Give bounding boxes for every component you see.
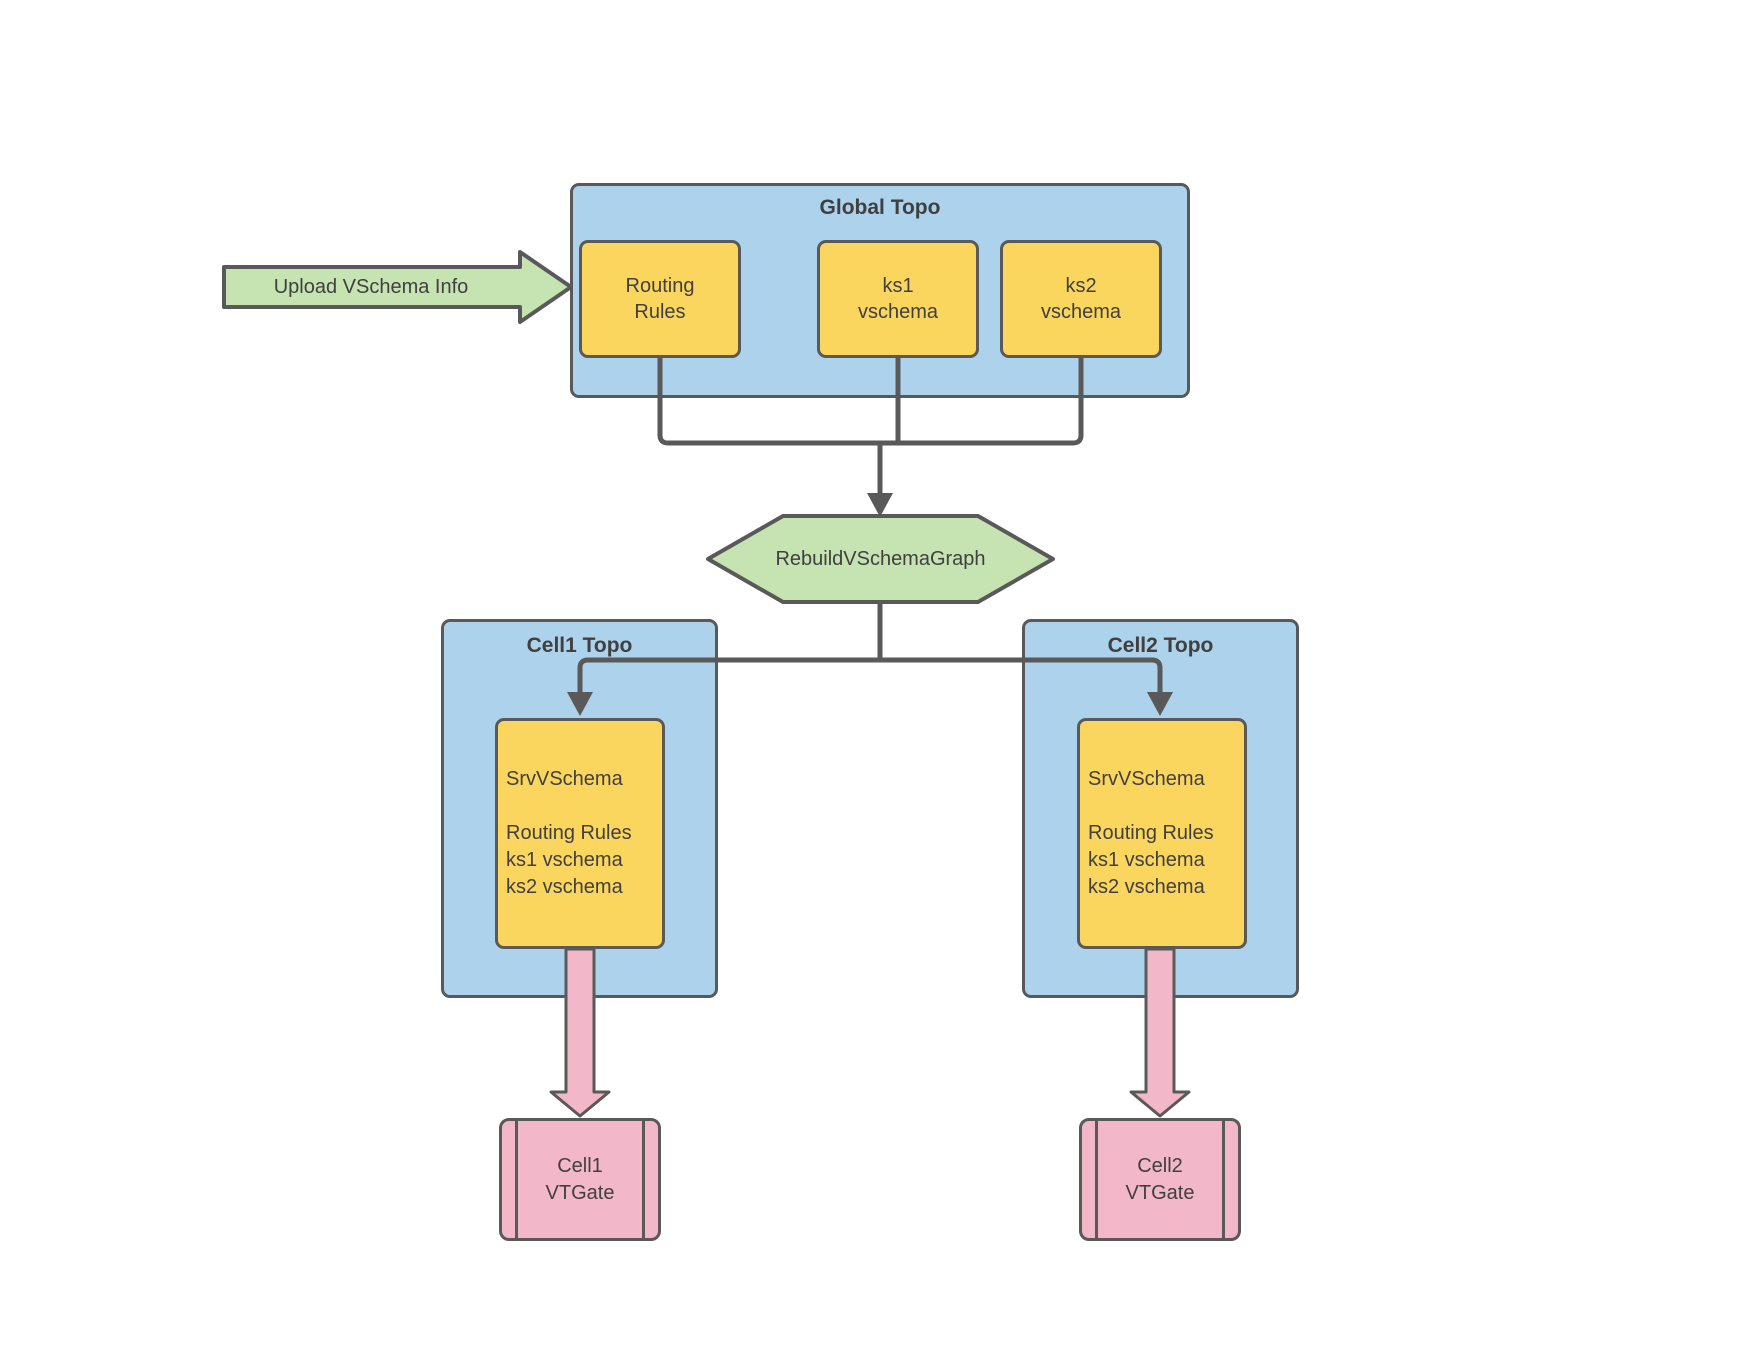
vtgate-stripe-right <box>642 1121 645 1238</box>
routing-rules-line1: Routing <box>625 275 695 297</box>
srv-item: ks2 vschema <box>506 876 623 898</box>
cell1-vtgate-line1: Cell1 <box>557 1154 603 1177</box>
upload-arrow-label: Upload VSchema Info <box>273 275 469 298</box>
vtgate-stripe-left <box>515 1121 518 1238</box>
cell2-vtgate-node: Cell2 VTGate <box>1079 1118 1241 1241</box>
ks1-vschema-node: ks1 vschema <box>817 240 979 358</box>
srv-item: Routing Rules <box>1088 822 1214 844</box>
srv-spacer <box>1088 793 1240 820</box>
cell2-vtgate-line2: VTGate <box>1125 1181 1195 1204</box>
ks1-vschema-line1: ks1 <box>882 275 914 297</box>
ks1-vschema-line2: vschema <box>857 301 939 323</box>
vtgate-stripe-right <box>1222 1121 1225 1238</box>
global-topo-title: Global Topo <box>819 196 941 219</box>
srv-item: Routing Rules <box>506 822 632 844</box>
cell1-vtgate-node: Cell1 VTGate <box>499 1118 661 1241</box>
srv-spacer <box>506 793 658 820</box>
srv-item: ks2 vschema <box>1088 876 1205 898</box>
srv-item: ks1 vschema <box>1088 849 1205 871</box>
ks2-vschema-line2: vschema <box>1040 301 1122 323</box>
cell2-srv-vschema-node: SrvVSchema Routing Rules ks1 vschema ks2… <box>1077 718 1247 949</box>
cell1-topo-title: Cell1 Topo <box>526 634 633 657</box>
routing-rules-node: Routing Rules <box>579 240 741 358</box>
ks2-vschema-node: ks2 vschema <box>1000 240 1162 358</box>
ks2-vschema-line1: ks2 <box>1065 275 1097 297</box>
cell1-vtgate-line2: VTGate <box>545 1181 615 1204</box>
routing-rules-line2: Rules <box>634 301 686 323</box>
srv-item: ks1 vschema <box>506 849 623 871</box>
srv-heading: SrvVSchema <box>506 768 623 790</box>
arrowhead-rebuild <box>867 493 893 517</box>
srv-heading: SrvVSchema <box>1088 768 1205 790</box>
rebuild-label: RebuildVSchemaGraph <box>775 547 986 570</box>
cell1-srv-vschema-node: SrvVSchema Routing Rules ks1 vschema ks2… <box>495 718 665 949</box>
cell2-vtgate-line1: Cell2 <box>1137 1154 1183 1177</box>
cell2-topo-title: Cell2 Topo <box>1107 634 1214 657</box>
vtgate-stripe-left <box>1095 1121 1098 1238</box>
